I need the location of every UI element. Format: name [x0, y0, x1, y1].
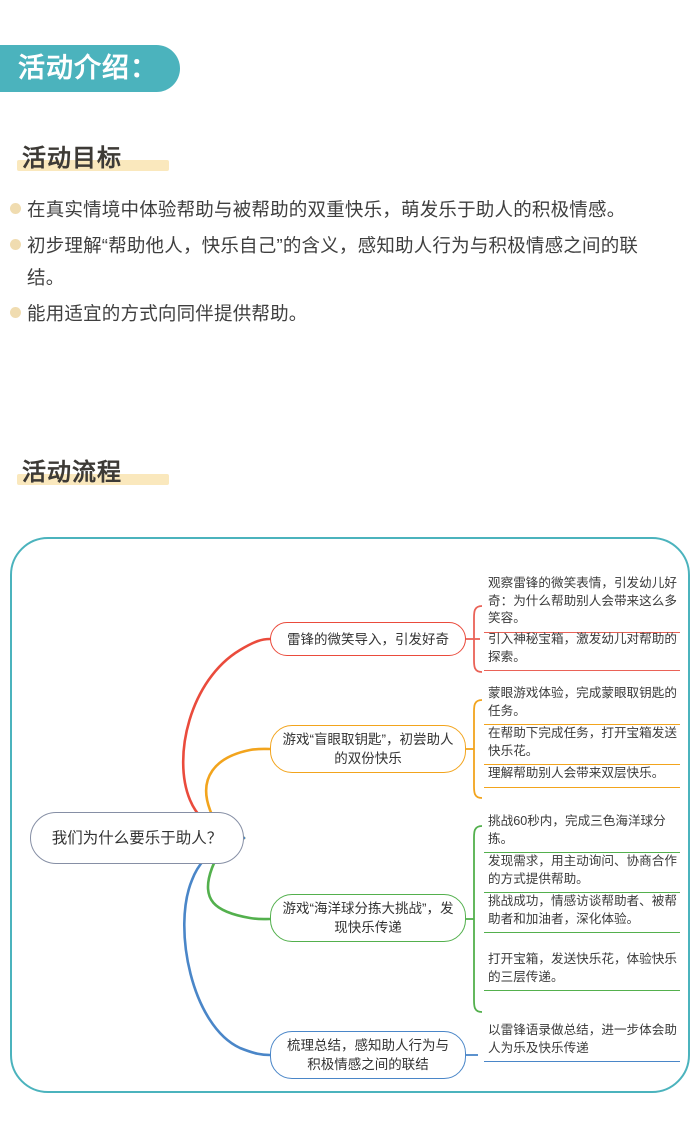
bullet-dot-icon: [10, 239, 21, 250]
mindmap-leaf-item[interactable]: 挑战成功，情感访谈帮助者、被帮助者和加油者，深化体验。: [484, 890, 680, 933]
goal-heading-highlight: [17, 160, 169, 171]
goal-heading-text: 活动目标: [22, 145, 122, 172]
mindmap-branch-label: 游戏“盲眼取钥匙”，初尝助人的双份快乐: [282, 732, 454, 766]
section-badge-label: 活动介绍：: [18, 53, 158, 83]
goal-heading: 活动目标: [17, 138, 169, 173]
list-item: 在真实情境中体验帮助与被帮助的双重快乐，萌发乐于助人的积极情感。: [10, 194, 670, 226]
goal-item-text: 初步理解“帮助他人，快乐自己”的含义，感知助人行为与积极情感之间的联结。: [27, 235, 639, 288]
mindmap-leaf-item[interactable]: 发现需求，用主动询问、协商合作的方式提供帮助。: [484, 850, 680, 893]
mindmap-leaf-item[interactable]: 在帮助下完成任务，打开宝箱发送快乐花。: [484, 722, 680, 765]
list-item: 能用适宜的方式向同伴提供帮助。: [10, 298, 670, 330]
flow-heading-text: 活动流程: [22, 459, 122, 486]
section-badge: 活动介绍：: [0, 45, 180, 92]
mindmap-frame: [10, 537, 690, 1093]
mindmap-leaf-item[interactable]: 引入神秘宝箱，激发幼儿对帮助的探索。: [484, 628, 680, 671]
goal-item-text: 在真实情境中体验帮助与被帮助的双重快乐，萌发乐于助人的积极情感。: [27, 199, 626, 220]
flow-heading-highlight: [17, 474, 169, 485]
mindmap-branch-node-1[interactable]: 雷锋的微笑导入，引发好奇: [270, 622, 466, 656]
mindmap-center-node[interactable]: 我们为什么要乐于助人？: [30, 812, 244, 864]
mindmap-leaf-item[interactable]: 观察雷锋的微笑表情，引发幼儿好奇：为什么帮助别人会带来这么多笑容。: [484, 572, 680, 633]
mindmap-center-label: 我们为什么要乐于助人？: [51, 829, 223, 847]
bullet-dot-icon: [10, 203, 21, 214]
mindmap-branch-label: 雷锋的微笑导入，引发好奇: [287, 631, 449, 647]
flow-heading: 活动流程: [17, 452, 169, 487]
goal-list: 在真实情境中体验帮助与被帮助的双重快乐，萌发乐于助人的积极情感。 初步理解“帮助…: [10, 194, 670, 334]
mindmap-branch-node-3[interactable]: 游戏“海洋球分拣大挑战”，发现快乐传递: [270, 894, 466, 942]
mindmap-branch-node-2[interactable]: 游戏“盲眼取钥匙”，初尝助人的双份快乐: [270, 725, 466, 773]
mindmap-leaf-item[interactable]: 蒙眼游戏体验，完成蒙眼取钥匙的任务。: [484, 682, 680, 725]
goal-item-text: 能用适宜的方式向同伴提供帮助。: [27, 303, 308, 324]
bullet-dot-icon: [10, 307, 21, 318]
mindmap-leaf-item[interactable]: 挑战60秒内，完成三色海洋球分拣。: [484, 810, 680, 853]
mindmap-leaf-item[interactable]: 以雷锋语录做总结，进一步体会助人为乐及快乐传递: [484, 1019, 680, 1062]
mindmap-leaf-item[interactable]: 理解帮助别人会带来双层快乐。: [484, 762, 680, 788]
mindmap-branch-label: 梳理总结，感知助人行为与积极情感之间的联结: [287, 1038, 449, 1072]
mindmap-leaf-item[interactable]: 打开宝箱，发送快乐花，体验快乐的三层传递。: [484, 948, 680, 991]
mindmap-branch-node-4[interactable]: 梳理总结，感知助人行为与积极情感之间的联结: [270, 1031, 466, 1079]
list-item: 初步理解“帮助他人，快乐自己”的含义，感知助人行为与积极情感之间的联结。: [10, 230, 670, 294]
mindmap-branch-label: 游戏“海洋球分拣大挑战”，发现快乐传递: [282, 901, 454, 935]
